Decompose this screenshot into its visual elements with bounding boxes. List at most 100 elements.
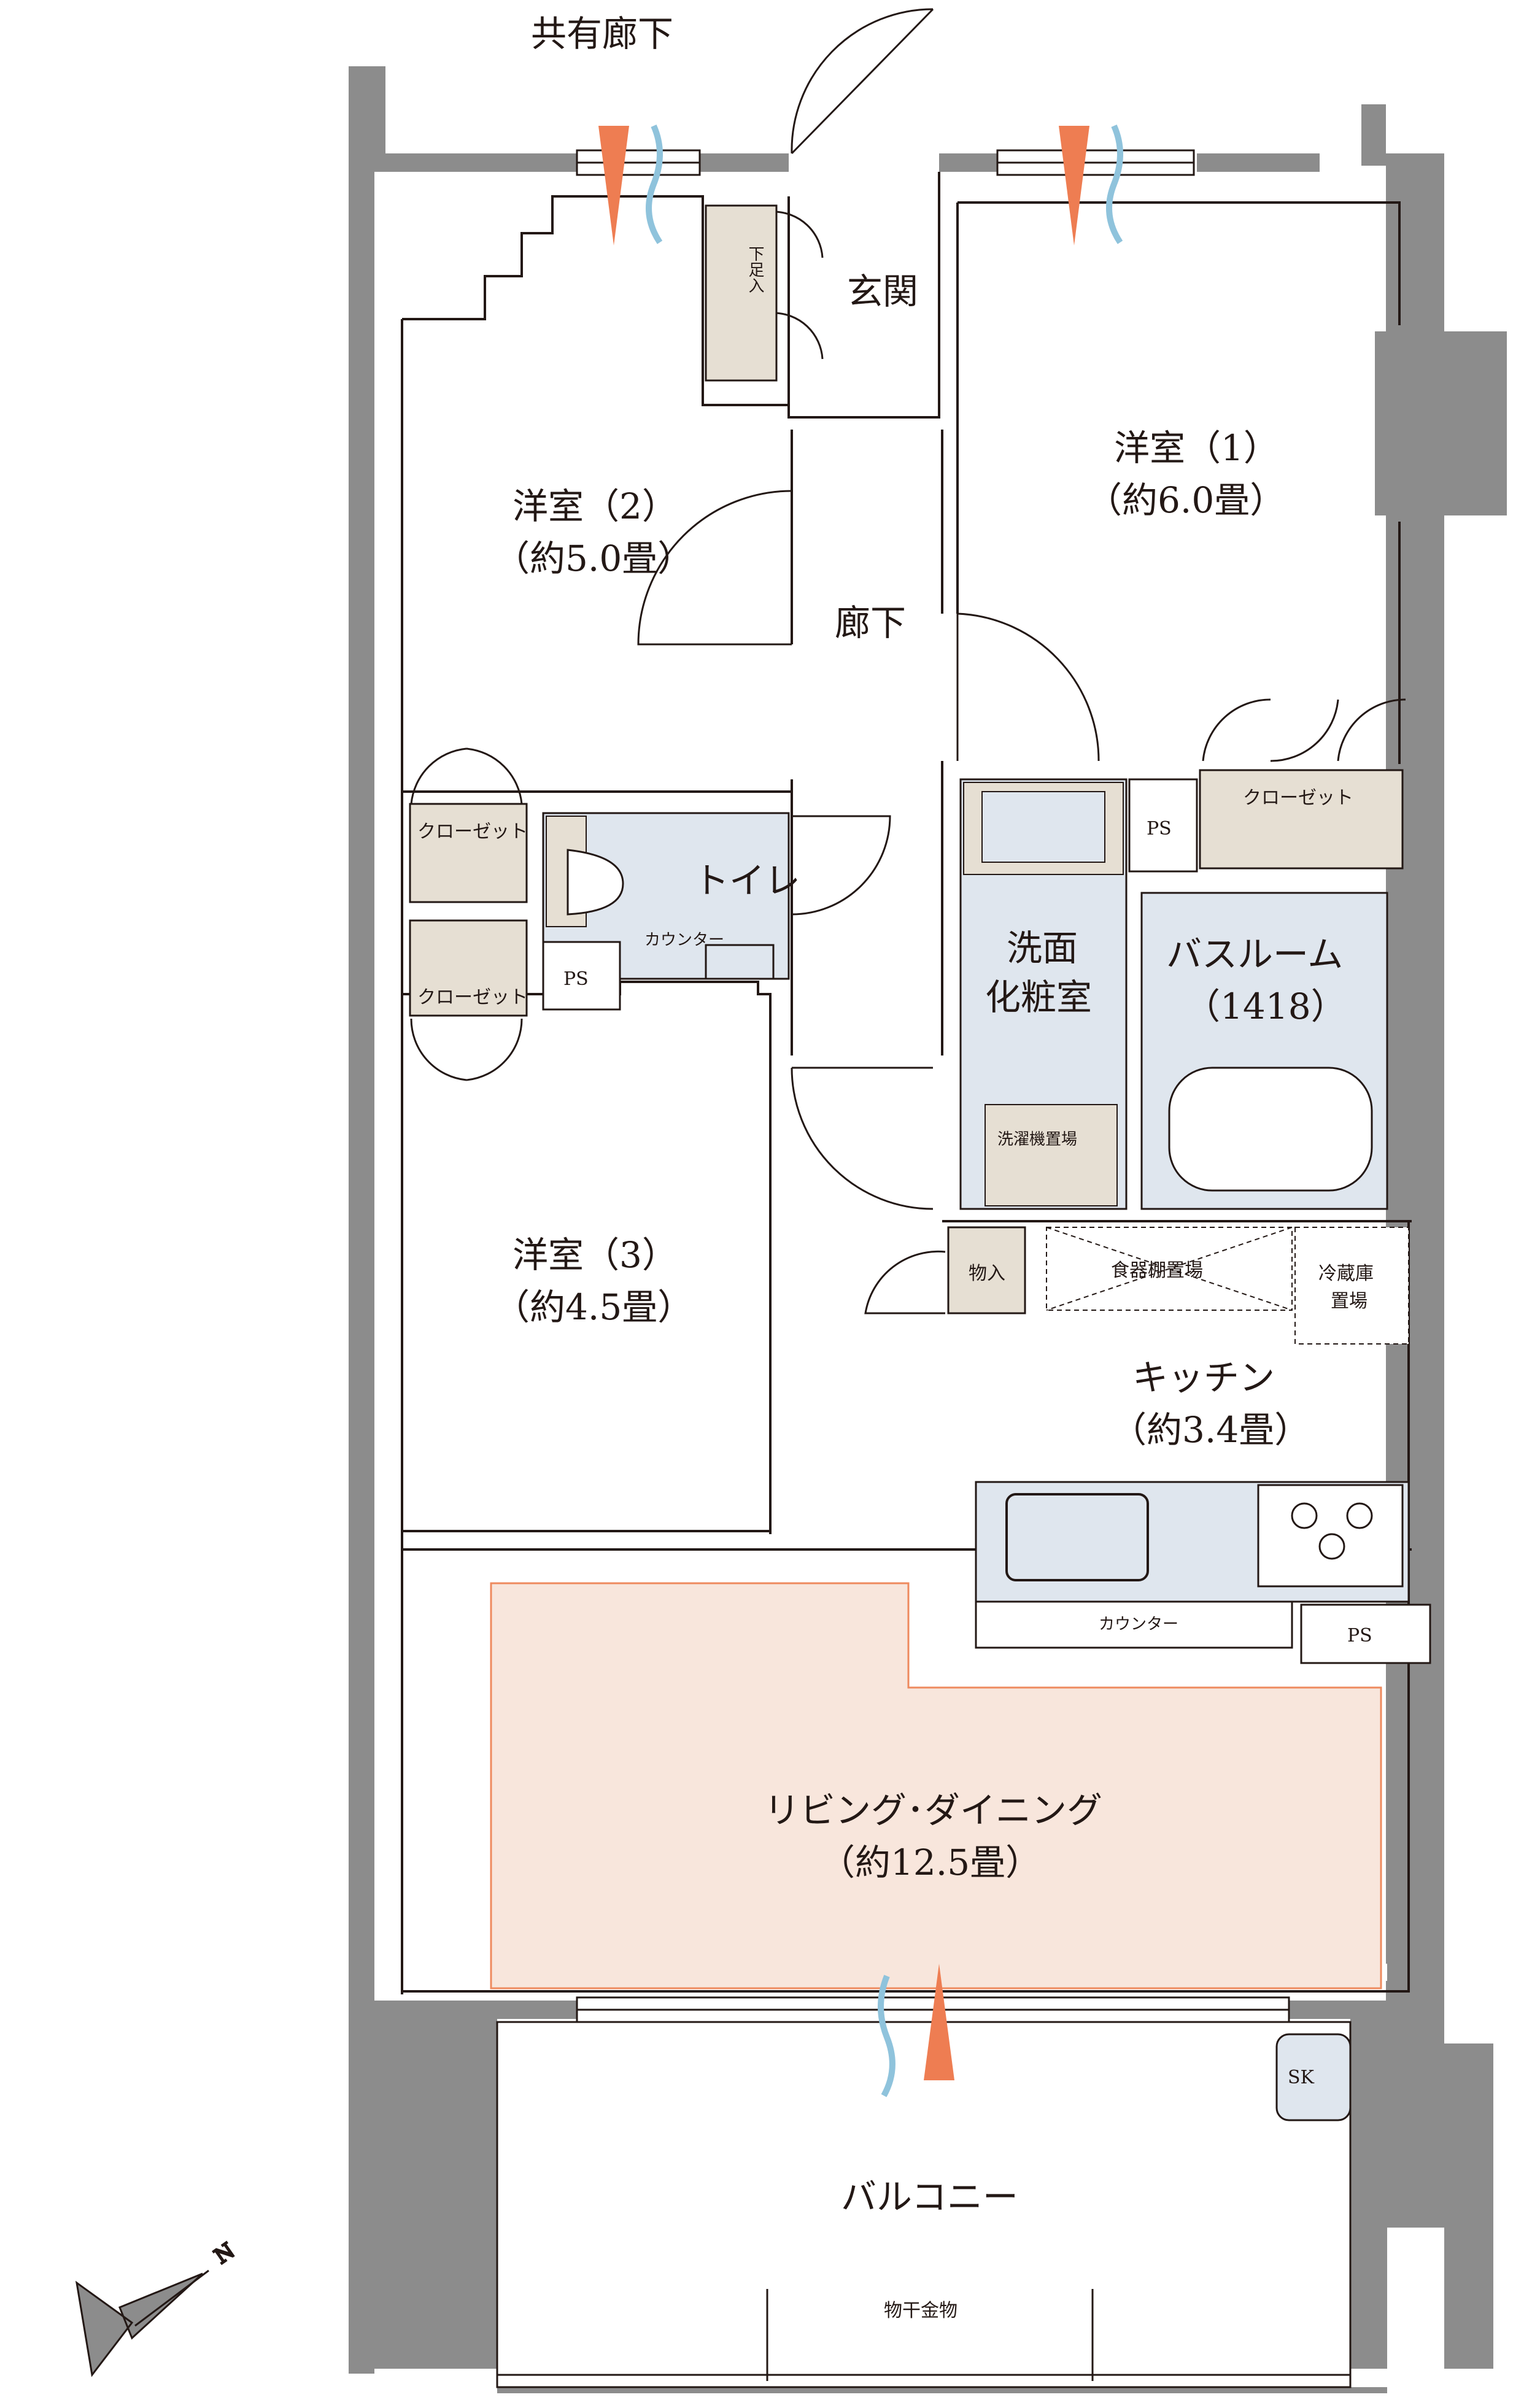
- kitchen-size: （約3.4畳）: [1111, 1409, 1310, 1451]
- closet-bedroom2b: [409, 919, 528, 1017]
- bedroom2-door[interactable]: [637, 490, 792, 646]
- ps-kitchen-box: [1300, 1603, 1431, 1664]
- ps-kitchen-label: PS: [1347, 1625, 1372, 1646]
- bedroom1-name: 洋室（1）: [1114, 427, 1279, 469]
- living-bottom-wall-left: [374, 2001, 577, 2019]
- kitchen-sink: [1005, 1493, 1149, 1581]
- living-bottom-wall-right: [1289, 2001, 1387, 2019]
- interior-lines: [401, 172, 1412, 1994]
- doors: [410, 8, 1406, 1314]
- top-wall-mid: [700, 153, 789, 172]
- bedroom3-size: （約4.5畳）: [494, 1286, 693, 1328]
- drying-rack-label: 物干金物: [884, 2300, 958, 2321]
- sk-sink: [1275, 2033, 1352, 2121]
- vanity-basin: [981, 791, 1105, 863]
- airflow-markers: [598, 124, 1123, 2097]
- airflow-out-icon: [646, 124, 663, 244]
- fridge-space: [1294, 1227, 1409, 1345]
- cupboard-cross: [1046, 1227, 1293, 1311]
- airflow-out-icon: [878, 1975, 896, 2097]
- bedroom1-size: （約6.0畳）: [1086, 479, 1285, 521]
- balcony-left-wall: [374, 2019, 497, 2369]
- bedroom1-door[interactable]: [956, 612, 1100, 762]
- cupboard-label: 食器棚置場: [1111, 1260, 1203, 1281]
- living-name: リビング･ダイニング: [764, 1789, 1102, 1831]
- kitchen-counter: [975, 1600, 1293, 1649]
- kitchen-storage: [947, 1226, 1026, 1314]
- toilet-counter-label: カウンター: [644, 931, 724, 949]
- closet-bedroom2a: [409, 803, 528, 903]
- airflow-in-icon: [924, 1964, 954, 2080]
- toilet-label: トイレ: [694, 860, 800, 901]
- closet-bedroom2a-label: クローゼット: [417, 821, 528, 843]
- kitchen-counter-label: カウンター: [1099, 1615, 1178, 1634]
- toilet-counter: [705, 944, 775, 980]
- compass-rose: N: [75, 2237, 240, 2377]
- toilet-bowl: [567, 849, 624, 916]
- burner-icon: [1346, 1502, 1373, 1529]
- closet1-doors[interactable]: [1202, 698, 1406, 762]
- left-wall: [349, 66, 374, 2374]
- fridge-label-1: 冷蔵庫: [1318, 1263, 1374, 1284]
- airflow-in-icon: [598, 126, 629, 245]
- bedroom1-outline: [956, 201, 1401, 764]
- entrance-door[interactable]: [791, 8, 934, 155]
- laundry-label: 洗濯機置場: [997, 1130, 1077, 1149]
- top-wall-mid2: [939, 153, 1000, 172]
- balcony: [496, 2021, 1352, 2388]
- shoe-box: [705, 204, 778, 382]
- kitchen-name: キッチン: [1132, 1357, 1275, 1399]
- stove-burners: [1291, 1502, 1373, 1560]
- entrance-outline: [787, 172, 940, 419]
- laundry-space: [985, 1104, 1118, 1206]
- left-top-pillar: [349, 66, 385, 158]
- top-wall-right: [1197, 153, 1320, 172]
- washroom-label-2: 化粧室: [985, 976, 1092, 1018]
- ps-toilet-box: [542, 941, 621, 1011]
- sk-label: SK: [1288, 2067, 1315, 2088]
- compass-needle: [134, 2269, 209, 2327]
- closet-bedroom2b-label: クローゼット: [417, 987, 528, 1008]
- hallway-label: 廊下: [835, 602, 906, 644]
- bedroom2-size: （約5.0畳）: [494, 538, 693, 579]
- closet2b-doors[interactable]: [410, 1018, 523, 1081]
- ps-wash-box: [1128, 778, 1198, 873]
- shoebox-doors[interactable]: [773, 210, 824, 360]
- bathroom-label: バスルーム: [1166, 933, 1343, 975]
- entrance-label: 玄関: [847, 271, 918, 312]
- bathroom-size-label: （1418）: [1185, 986, 1347, 1027]
- storage-label: 物入: [969, 1263, 1005, 1284]
- ps-wash-label: PS: [1147, 818, 1172, 839]
- burner-icon: [1318, 1533, 1345, 1560]
- storage-door[interactable]: [864, 1250, 946, 1314]
- right-column: [1375, 331, 1507, 515]
- right-lower-pillar: [1444, 2043, 1493, 2369]
- bedroom2-name: 洋室（2）: [513, 485, 678, 527]
- ps-toilet-label: PS: [563, 968, 589, 990]
- shoe-box-label: 下足入: [746, 245, 764, 293]
- closet2a-doors[interactable]: [410, 747, 523, 805]
- fridge-label-2: 置場: [1331, 1291, 1368, 1312]
- closet-bedroom1: [1199, 769, 1404, 870]
- burner-icon: [1291, 1502, 1318, 1529]
- washroom-door[interactable]: [791, 1067, 934, 1210]
- bedroom3-name: 洋室（3）: [513, 1234, 678, 1276]
- toilet-door[interactable]: [791, 815, 891, 916]
- kitchen-stove: [1257, 1484, 1404, 1588]
- washroom-label-1: 洗面: [1007, 927, 1078, 969]
- airflow-in-icon: [1059, 126, 1089, 245]
- living-size: （約12.5畳）: [819, 1842, 1041, 1883]
- top-wall-left: [374, 153, 583, 172]
- right-top-pillar: [1361, 104, 1386, 166]
- bathtub: [1168, 1067, 1373, 1192]
- room-labels: 共有廊下 玄関 洋室（1） （約6.0畳） 洋室（2） （約5.0畳） 廊下 ク…: [417, 13, 1374, 2321]
- balcony-label: バルコニー: [841, 2176, 1018, 2218]
- bedroom2-outline: [401, 195, 789, 1994]
- closet-bedroom1-label: クローゼット: [1243, 787, 1353, 809]
- balcony-right-wall: [1350, 2019, 1387, 2369]
- shared-corridor-label: 共有廊下: [531, 13, 673, 55]
- airflow-out-icon: [1106, 124, 1123, 244]
- living-dining-area: [490, 1582, 1382, 1989]
- balcony-bottom-edge: [497, 2387, 1387, 2393]
